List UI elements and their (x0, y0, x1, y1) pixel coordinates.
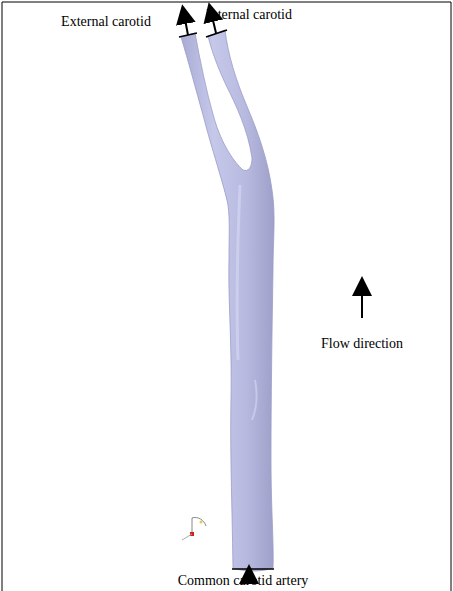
highlight (237, 185, 240, 360)
axis-widget (182, 517, 206, 540)
branch-label: External carotid (61, 14, 151, 30)
artery-label: Common carotid artery (178, 573, 309, 589)
carotid-artery (181, 30, 274, 571)
inlet-line (232, 568, 274, 570)
branch-label: Internal carotid (206, 7, 292, 23)
outflow-arrow (184, 14, 188, 35)
highlight (252, 380, 256, 420)
flow-arrow (361, 286, 363, 318)
flow-label: Flow direction (321, 336, 403, 352)
